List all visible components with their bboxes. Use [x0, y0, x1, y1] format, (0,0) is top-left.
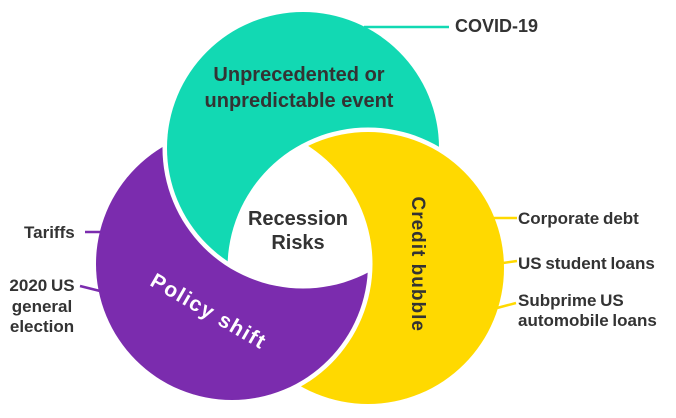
callout-subprime-line1: Subprime US	[518, 291, 624, 310]
diagram-title-line1: Recession	[247, 208, 349, 230]
callout-tariffs: Tariffs	[24, 223, 75, 242]
diagram-title-line2: Risks	[271, 231, 325, 254]
label-unprecedented-event: Unprecedented or unpredictable event	[139, 62, 459, 114]
callout-election-line3: election	[9, 317, 75, 336]
callout-line-election	[79, 284, 101, 293]
label-credit-bubble: Credit bubble	[407, 196, 429, 332]
callout-line-student-loans	[502, 259, 518, 265]
callout-student-loans: US student loans	[518, 254, 655, 273]
callout-subprime-line2: automobile loans	[518, 311, 657, 330]
callout-subprime-loans: Subprime US automobile loans	[518, 291, 657, 331]
crescent-policy-shift	[96, 128, 368, 400]
diagram-title: Recession Risks	[218, 208, 378, 255]
callout-election-line2: general	[11, 296, 73, 316]
callout-2020-election: 2020 US general election	[1, 276, 83, 338]
label-unprecedented-line1: Unprecedented or	[213, 64, 385, 86]
label-unprecedented-line2: unpredictable event	[204, 90, 394, 112]
callout-election-line1: 2020 US	[9, 276, 75, 295]
callout-line-subprime	[496, 301, 517, 310]
callout-covid: COVID-19	[455, 16, 539, 36]
callout-corporate-debt: Corporate debt	[518, 209, 639, 228]
